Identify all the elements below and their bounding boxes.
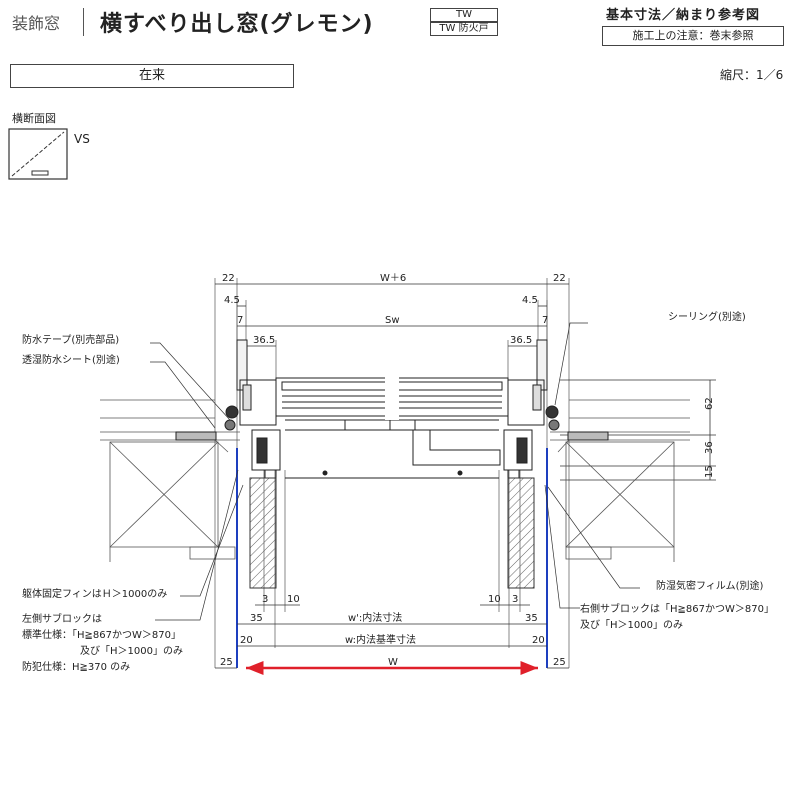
view-label: VS xyxy=(74,132,90,146)
dim-left-25: 25 xyxy=(220,657,233,668)
tag-tw-fire: TW 防火戸 xyxy=(430,22,498,36)
dim-right-3: 3 xyxy=(512,594,518,605)
annot-fin: 躯体固定フィンはＨ＞1000のみ xyxy=(22,587,167,600)
dim-right-35: 35 xyxy=(525,613,538,624)
scale-label: 縮尺：1／6 xyxy=(720,68,784,82)
install-type-box: 在来 xyxy=(10,64,294,88)
dim-inner: w':内法寸法 xyxy=(348,611,402,624)
dim-inner-std: w:内法基準寸法 xyxy=(345,633,416,646)
dim-top-right: 22 xyxy=(553,273,566,284)
annot-film: 防湿気密フィルム(別途) xyxy=(656,579,764,592)
section-label: 横断面図 xyxy=(12,112,56,125)
dim-w: W xyxy=(388,657,398,668)
header-divider xyxy=(83,8,84,36)
dim-sw: Sw xyxy=(385,315,400,326)
annot-left-block-4: 防犯仕様：H≧370 のみ xyxy=(22,660,130,673)
dim-right-15: 15 xyxy=(704,465,715,478)
dim-left-3: 3 xyxy=(262,594,268,605)
annot-tape: 防水テープ(別売部品) xyxy=(22,333,119,346)
annot-right-block-1: 右側サブロックは「H≧867かつW＞870」 xyxy=(580,602,774,615)
dim-top-center: W＋6 xyxy=(380,273,406,284)
dim-right-62: 62 xyxy=(704,397,715,410)
window-symbol-icon xyxy=(8,128,68,180)
construction-note: 施工上の注意：巻末参照 xyxy=(602,26,784,46)
annot-left-block-3: 及び「H＞1000」のみ xyxy=(80,645,183,657)
annot-sheet: 透湿防水シート(別途) xyxy=(22,353,120,366)
annot-left-block-2: 標準仕様：「H≧867かつW＞870」 xyxy=(22,628,181,641)
annot-sealing: シーリング(別途) xyxy=(668,310,746,323)
dim-right-36: 36 xyxy=(704,441,715,454)
dim-right-10: 10 xyxy=(488,594,501,605)
dim-left-10: 10 xyxy=(287,594,300,605)
dim-right-45: 4.5 xyxy=(522,295,538,306)
page-title: 横すべり出し窓(グレモン) xyxy=(100,12,374,37)
annot-right-block-2: 及び「H＞1000」のみ xyxy=(580,619,683,631)
dim-left-35: 35 xyxy=(250,613,263,624)
dim-right-20: 20 xyxy=(532,635,545,646)
annot-left-block-1: 左側サブロックは xyxy=(22,612,102,625)
dim-left-7: 7 xyxy=(237,315,243,326)
dim-left-45: 4.5 xyxy=(224,295,240,306)
dim-right-365: 36.5 xyxy=(510,335,532,346)
category-label: 装飾窓 xyxy=(12,14,61,33)
dim-right-7: 7 xyxy=(542,315,548,326)
dim-left-365: 36.5 xyxy=(253,335,275,346)
dim-top-left: 22 xyxy=(222,273,235,284)
tag-tw: TW xyxy=(430,8,498,22)
dim-right-25: 25 xyxy=(553,657,566,668)
dim-left-20: 20 xyxy=(240,635,253,646)
drawing-type: 基本寸法／納まり参考図 xyxy=(606,8,761,23)
